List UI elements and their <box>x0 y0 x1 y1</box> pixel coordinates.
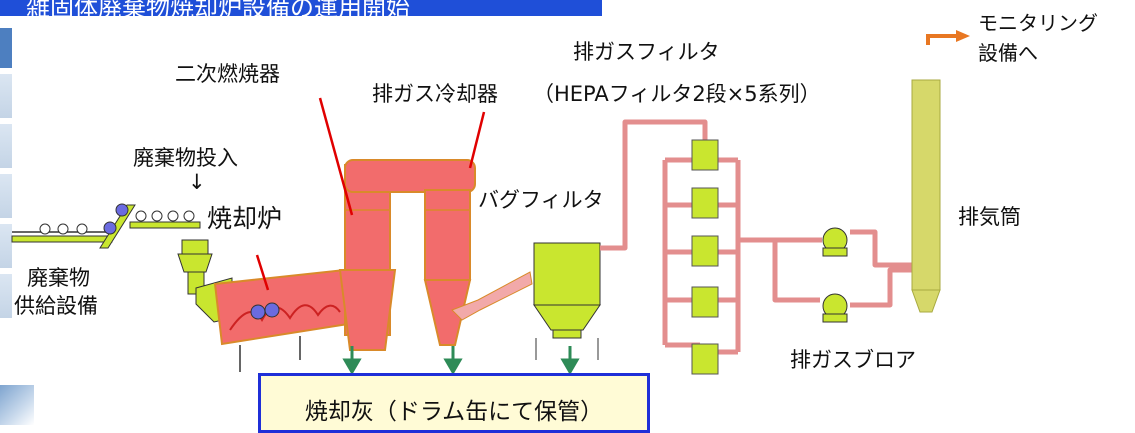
label-secondary-combustor: 二次燃焼器 <box>175 62 280 86</box>
label-exhaust-filter: 排ガスフィルタ <box>573 40 720 64</box>
corner-decoration <box>0 385 34 425</box>
left-decor-band <box>0 28 12 318</box>
label-exhaust-blower: 排ガスブロア <box>790 348 916 372</box>
label-stack: 排気筒 <box>958 205 1021 229</box>
incinerator-kiln <box>177 239 350 372</box>
label-exhaust-cooler: 排ガス冷却器 <box>372 82 498 106</box>
label-incinerator: 焼却炉 <box>207 204 283 233</box>
page-title: 雑固体廃棄物焼却炉設備の運用開始 <box>26 0 410 16</box>
label-waste-input-arrow: ↓ <box>188 170 206 194</box>
hepa-filter-units <box>691 139 719 375</box>
exhaust-ducts <box>600 119 912 355</box>
label-hepa-filter: （HEPAフィルタ2段×5系列） <box>533 82 821 106</box>
secondary-combustor <box>338 159 476 351</box>
label-waste-feed-2: 供給設備 <box>14 294 98 318</box>
label-monitoring-2: 設備へ <box>978 41 1038 65</box>
label-ash-storage: 焼却灰（ドラム缶にて保管） <box>304 399 604 425</box>
waste-feed-conveyor <box>11 203 201 249</box>
ash-storage-box: 焼却灰（ドラム缶にて保管） <box>258 373 650 433</box>
label-waste-feed-1: 廃棄物 <box>27 266 90 290</box>
monitoring-arrow-icon <box>926 30 970 45</box>
label-monitoring-1: モニタリング <box>978 11 1098 35</box>
leader-lines <box>255 97 486 291</box>
ash-discharge-arrows <box>342 346 580 375</box>
label-bag-filter: バグフィルタ <box>478 188 604 212</box>
exhaust-stack <box>911 79 941 313</box>
exhaust-gas-cooler <box>423 189 533 346</box>
title-banner: 雑固体廃棄物焼却炉設備の運用開始 <box>0 0 602 16</box>
exhaust-blowers <box>822 227 848 323</box>
bag-filter <box>533 242 601 360</box>
label-waste-input: 廃棄物投入 <box>133 146 238 170</box>
